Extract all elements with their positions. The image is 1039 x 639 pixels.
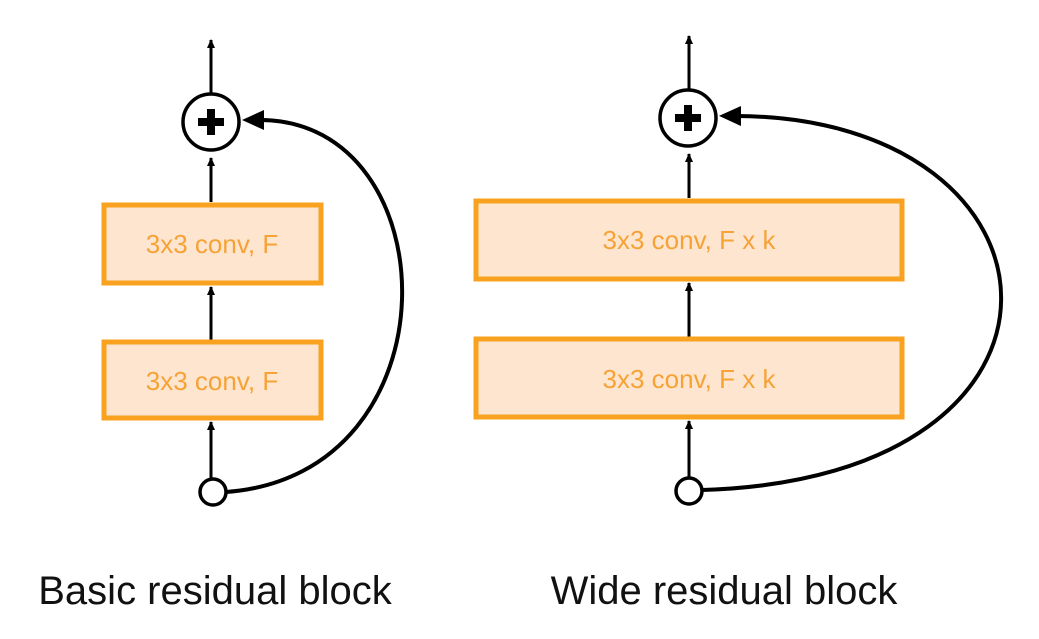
wide-conv-top: 3x3 conv, F x k — [473, 198, 905, 282]
basic-conv-top: 3x3 conv, F — [101, 202, 324, 286]
wide-conv-bottom-label: 3x3 conv, F x k — [603, 364, 777, 394]
basic-input-node — [198, 477, 228, 507]
wide-conv-top-label: 3x3 conv, F x k — [603, 225, 777, 255]
basic-skip-connection — [225, 110, 404, 494]
wide-conv-bottom: 3x3 conv, F x k — [473, 336, 905, 420]
basic-add-node — [181, 92, 241, 152]
basic-conv-bottom: 3x3 conv, F — [101, 339, 324, 421]
wide-skip-connection — [701, 106, 1004, 492]
wide-residual-block: 3x3 conv, F x k 3x3 conv, F x k — [473, 35, 1004, 506]
wide-add-node — [658, 88, 718, 148]
basic-conv-top-label: 3x3 conv, F — [146, 229, 278, 259]
basic-residual-block: 3x3 conv, F 3x3 conv, F — [101, 39, 404, 507]
wide-block-caption: Wide residual block — [551, 569, 899, 613]
basic-conv-bottom-label: 3x3 conv, F — [146, 366, 278, 396]
wide-input-node — [674, 476, 704, 506]
basic-block-caption: Basic residual block — [38, 569, 392, 613]
